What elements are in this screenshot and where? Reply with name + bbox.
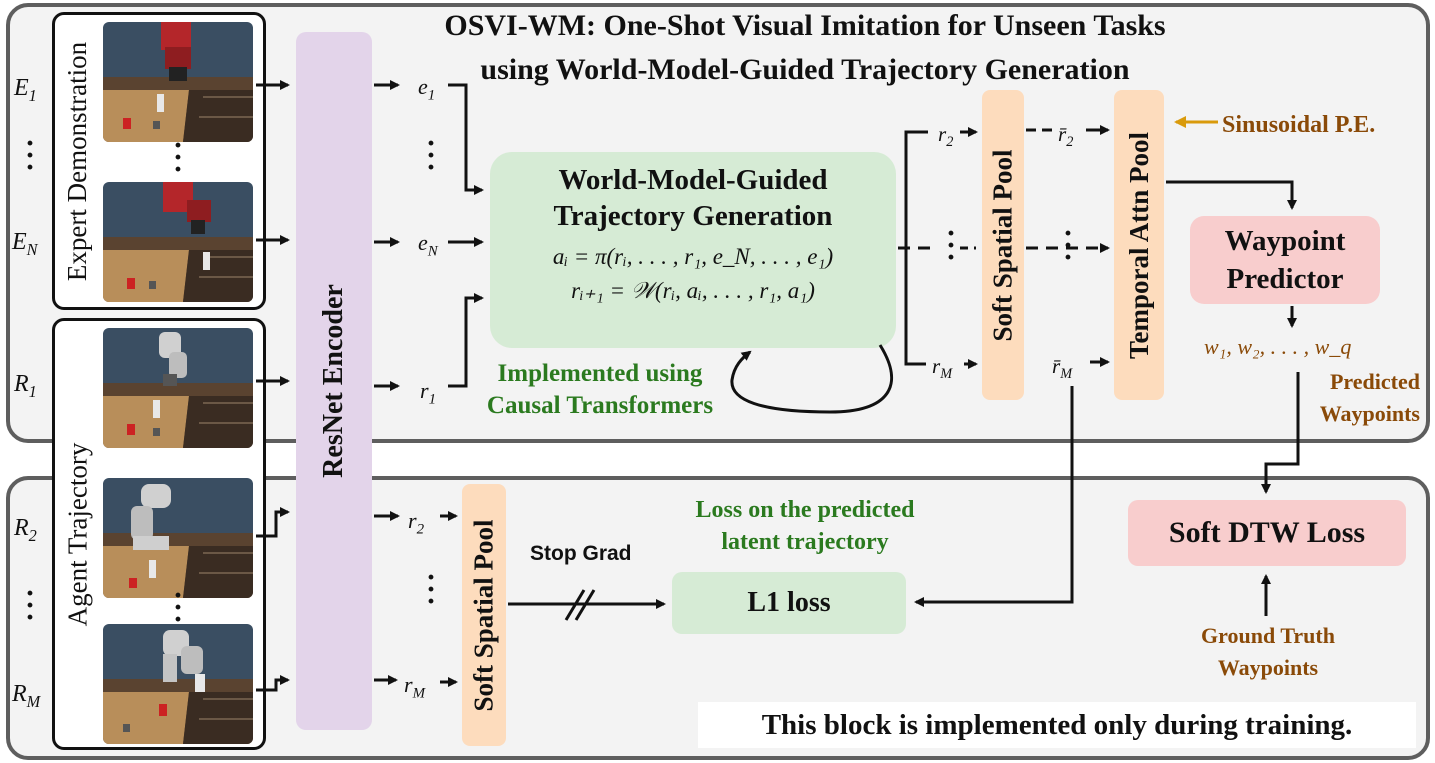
expert-frame-n-image bbox=[103, 182, 253, 302]
top-soft-spatial-pool: Soft Spatial Pool bbox=[982, 90, 1024, 400]
scene-image bbox=[103, 22, 253, 142]
title-line-2: using World-Model-Guided Trajectory Gene… bbox=[480, 53, 1130, 86]
predicted-waypoints-math: w₁, w₂, . . . , w_q bbox=[1204, 334, 1352, 359]
world-model-title-2: Trajectory Generation bbox=[553, 200, 833, 232]
agent-frame-ellipsis: ··· bbox=[172, 579, 183, 636]
scene-image bbox=[103, 624, 253, 744]
loss-note: Loss on the predicted latent trajectory bbox=[695, 497, 915, 555]
embedding-ellipsis-bottom: ··· bbox=[425, 561, 436, 618]
arrow-waypoints-to-dtw bbox=[1261, 372, 1300, 494]
causal-transformer-note: Implemented using Causal Transformers bbox=[486, 360, 714, 419]
scene-image bbox=[103, 328, 253, 448]
world-model-equation: rᵢ₊₁ = 𝒲(rᵢ, aᵢ, . . . , r₁, a₁) bbox=[571, 278, 815, 303]
arrow-temporal-to-predictor bbox=[1166, 180, 1297, 210]
agent-frame-2-image bbox=[103, 478, 253, 598]
l1-loss-block: L1 loss bbox=[672, 572, 906, 634]
agent-frame-m-image bbox=[103, 624, 253, 744]
world-model-title-1: World-Model-Guided bbox=[558, 164, 828, 196]
temporal-attn-pool: Temporal Attn Pool bbox=[1114, 90, 1164, 400]
agent-label-r2: R2 bbox=[14, 515, 37, 545]
scene-image bbox=[103, 182, 253, 302]
top-r-ellipsis: ··· bbox=[945, 217, 956, 274]
expert-label-e1: E1 bbox=[14, 75, 37, 105]
causal-loop-arrow bbox=[730, 344, 893, 414]
diagram-title: OSVI-WM: One-Shot Visual Imitation for U… bbox=[330, 4, 1280, 92]
top-r2-label: r2 bbox=[938, 122, 954, 151]
stop-grad-mark-1 bbox=[564, 589, 586, 621]
expert-frame-1-image bbox=[103, 22, 253, 142]
stop-grad-mark-2 bbox=[574, 589, 596, 621]
scene-image bbox=[103, 478, 253, 598]
title-line-1: OSVI-WM: One-Shot Visual Imitation for U… bbox=[444, 9, 1166, 42]
embedding-r2: r2 bbox=[408, 508, 425, 538]
expert-frame-ellipsis: ··· bbox=[172, 129, 183, 186]
arrow-rm-to-encoder bbox=[256, 675, 290, 692]
arrow-rbarm-to-l1 bbox=[914, 386, 1074, 607]
top-rbarm-label: r̄M bbox=[1052, 354, 1073, 383]
embedding-rm: rM bbox=[404, 672, 426, 702]
arrow-r2-to-encoder bbox=[256, 507, 290, 538]
agent-label-rm: RM bbox=[12, 681, 41, 711]
sinusoidal-pe-label: Sinusoidal P.E. bbox=[1222, 112, 1376, 138]
ground-truth-waypoints-label: Ground Truth Waypoints bbox=[1201, 623, 1335, 680]
predicted-waypoints-label: Predicted Waypoints bbox=[1319, 369, 1420, 426]
embedding-r1: r1 bbox=[420, 378, 437, 408]
top-rbar-ellipsis: ··· bbox=[1062, 217, 1073, 274]
training-only-note: This block is implemented only during tr… bbox=[698, 702, 1416, 748]
top-rbar2-label: r̄2 bbox=[1058, 122, 1074, 151]
expert-label-en: EN bbox=[12, 229, 38, 259]
embedding-e1: e1 bbox=[418, 74, 436, 104]
soft-dtw-loss-block: Soft DTW Loss bbox=[1128, 500, 1406, 566]
embedding-en: eN bbox=[418, 230, 438, 260]
left-label-ellipsis-top: ··· bbox=[24, 127, 35, 184]
waypoint-predictor: Waypoint Predictor bbox=[1190, 216, 1380, 304]
arrow-e1-to-world-model bbox=[448, 83, 484, 195]
embedding-ellipsis-top: ··· bbox=[425, 127, 436, 184]
arrow-r1-to-world-model bbox=[448, 293, 484, 388]
top-rm-label: rM bbox=[932, 354, 953, 383]
resnet-encoder-block: ResNet Encoder bbox=[296, 32, 372, 730]
stop-grad-label: Stop Grad bbox=[530, 542, 632, 565]
world-model-block: World-Model-Guided Trajectory Generation… bbox=[490, 152, 896, 348]
agent-frame-1-image bbox=[103, 328, 253, 448]
bottom-soft-spatial-pool: Soft Spatial Pool bbox=[462, 484, 506, 746]
agent-label-r1: R1 bbox=[14, 371, 37, 401]
left-label-ellipsis-bottom: ··· bbox=[24, 577, 35, 634]
policy-equation: aᵢ = π(rᵢ, . . . , r₁, e_N, . . . , e₁) bbox=[552, 244, 834, 269]
